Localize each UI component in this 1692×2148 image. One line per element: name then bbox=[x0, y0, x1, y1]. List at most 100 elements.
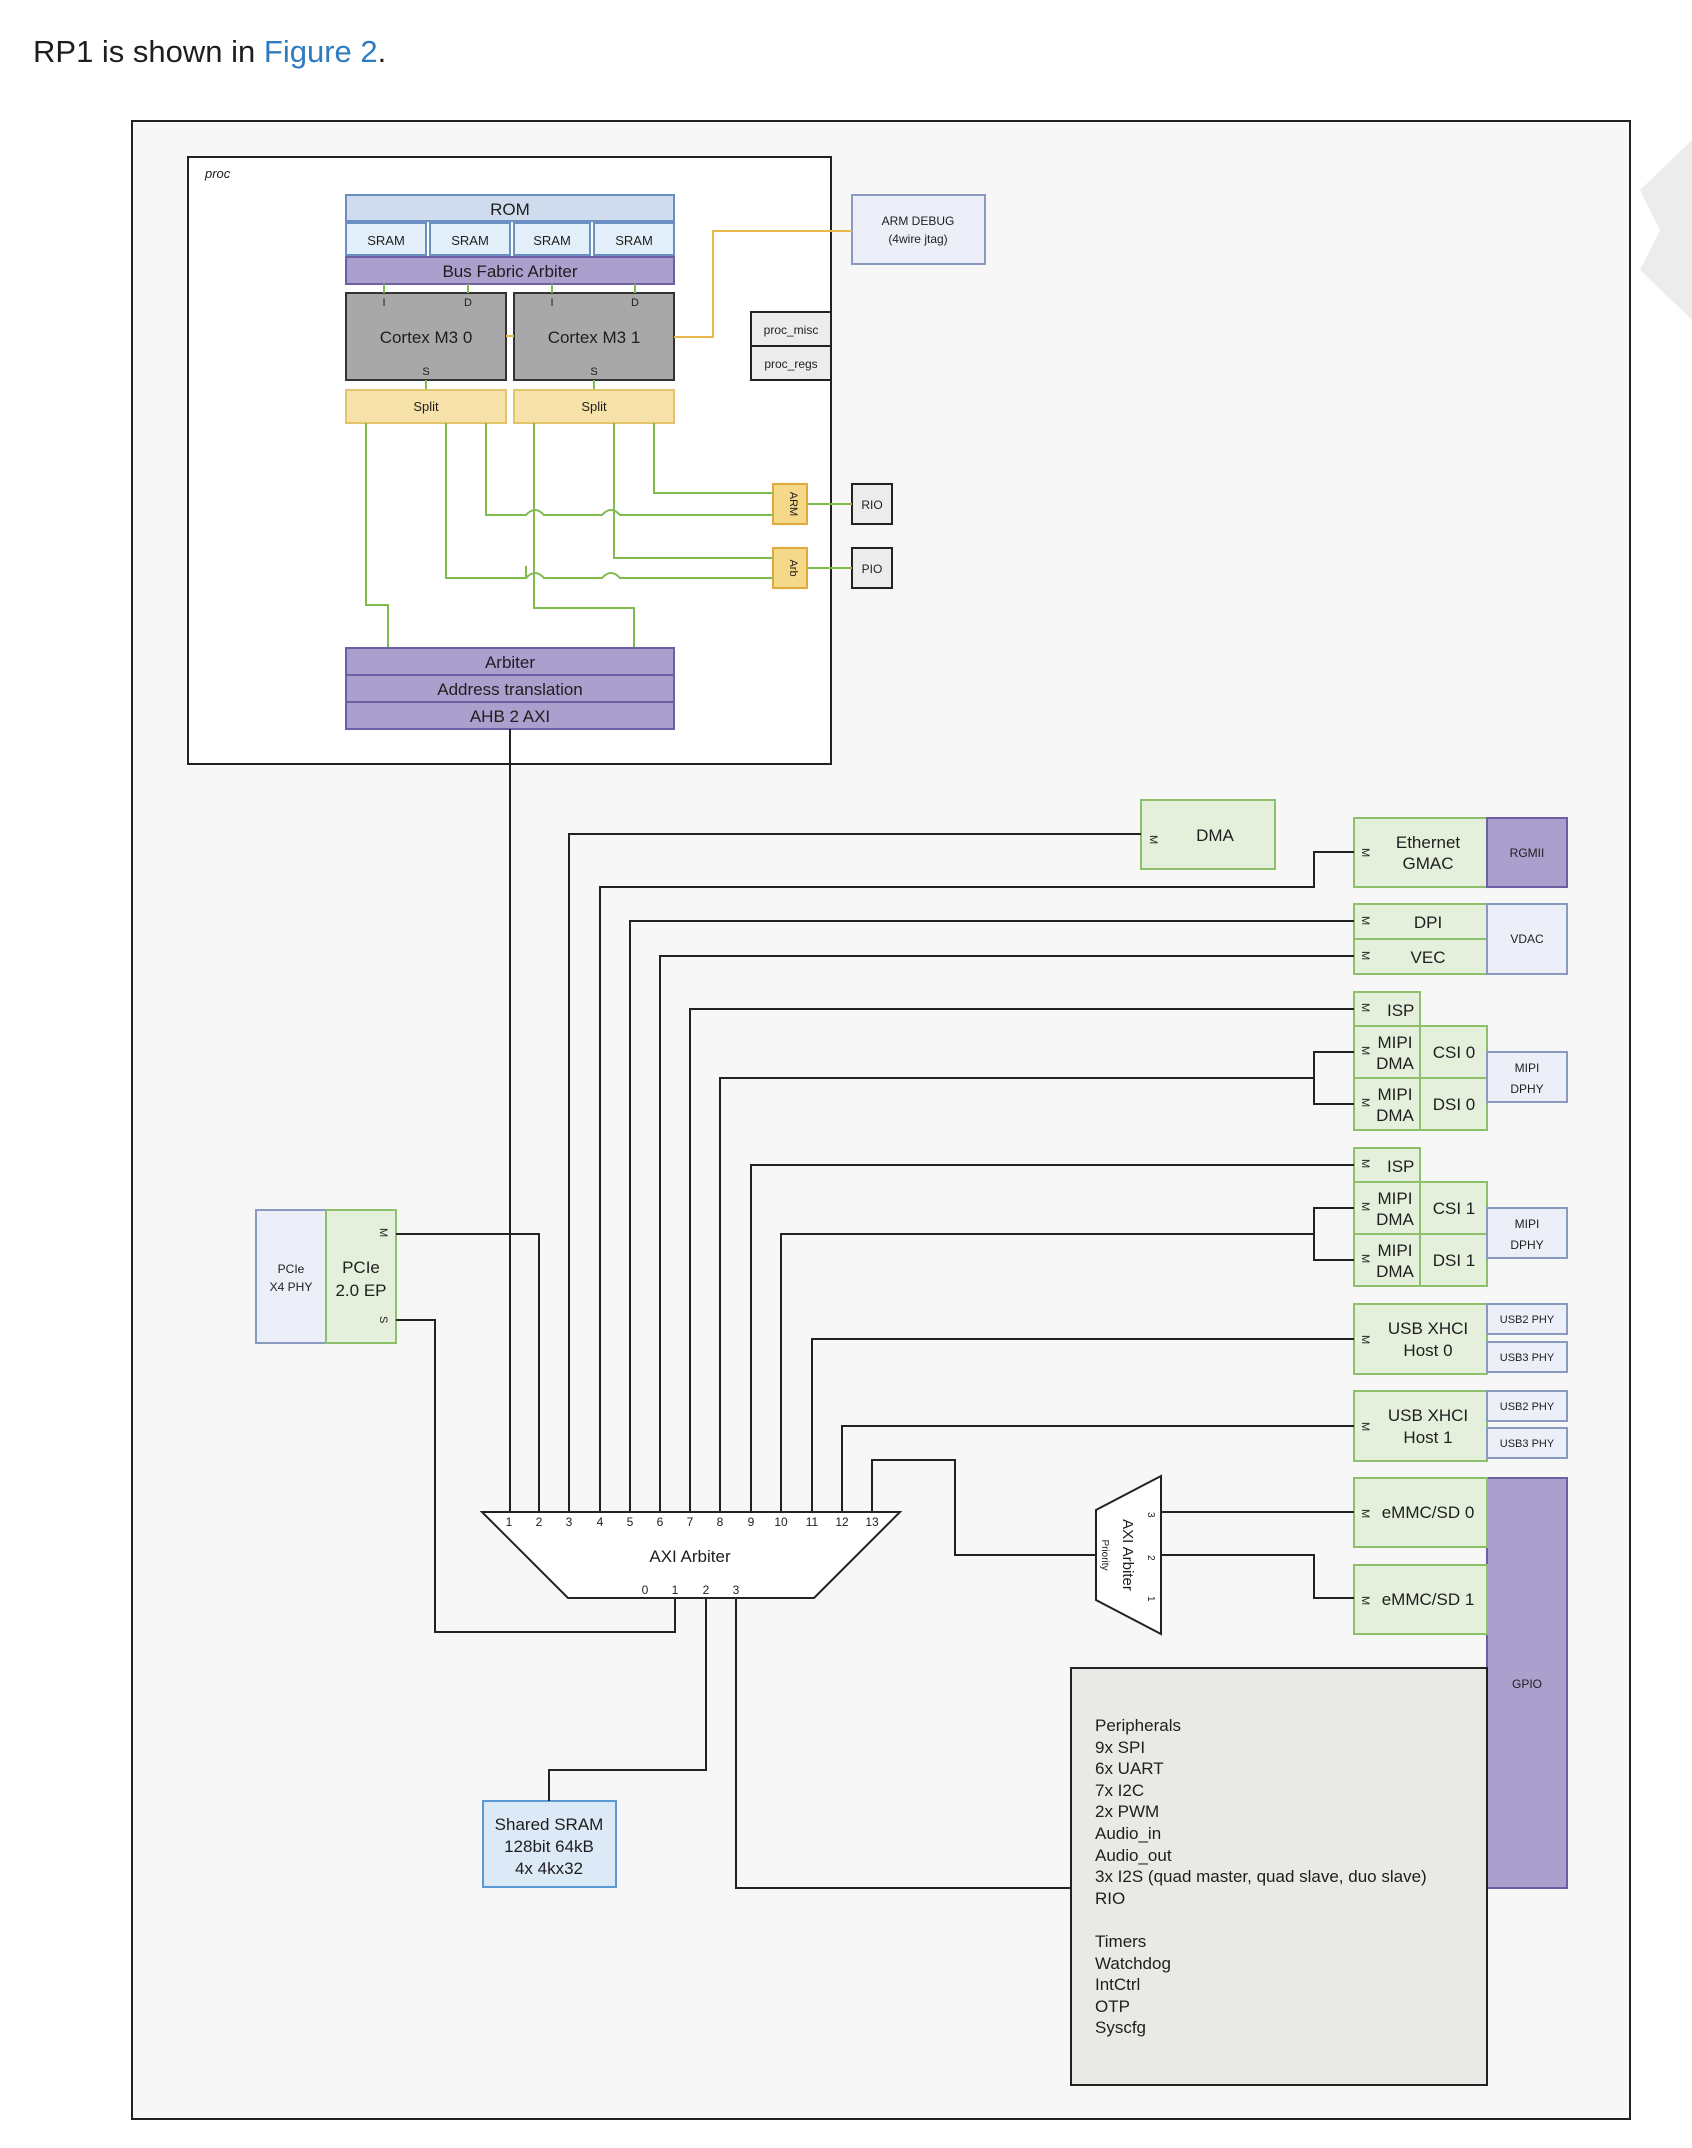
sram-label: SRAM bbox=[367, 233, 405, 248]
sram-block bbox=[345, 222, 427, 256]
intro-prefix: RP1 is shown in bbox=[33, 34, 264, 69]
page-edge-chevron-icon bbox=[1640, 140, 1692, 320]
dpi-label: DPI bbox=[1414, 913, 1442, 932]
arm-label: ARM bbox=[787, 492, 799, 516]
gpio-bar bbox=[1486, 1477, 1568, 1889]
mipi-label: MIPI bbox=[1378, 1189, 1413, 1208]
split-0-label: Split bbox=[413, 399, 439, 414]
core-bus-wires bbox=[383, 284, 636, 390]
peripheral-line: 2x PWM bbox=[1095, 1802, 1159, 1821]
dphy-label: DPHY bbox=[1510, 1238, 1543, 1252]
usb2-phy-1-box bbox=[1486, 1390, 1568, 1422]
small-port-label: 3 bbox=[1145, 1512, 1156, 1518]
priority-label: Priority bbox=[1099, 1539, 1110, 1570]
address-translation-label: Address translation bbox=[437, 680, 583, 699]
small-port-label: 2 bbox=[1145, 1555, 1156, 1561]
usb2-phy-0-box bbox=[1486, 1303, 1568, 1335]
split-wires bbox=[365, 423, 852, 648]
pin-m-label: M bbox=[1359, 916, 1371, 925]
small-port-label: 1 bbox=[1145, 1596, 1156, 1602]
usb-xhci-label: USB XHCI bbox=[1388, 1319, 1468, 1338]
arm-debug-box bbox=[851, 194, 986, 265]
arm-box bbox=[772, 483, 808, 525]
proc-label: proc bbox=[204, 166, 231, 181]
peripheral-line: 3x I2S (quad master, quad slave, duo sla… bbox=[1095, 1867, 1427, 1886]
peripheral-line: Audio_in bbox=[1095, 1824, 1161, 1843]
pin-m-label: M bbox=[1359, 1422, 1371, 1431]
ethernet-label: Ethernet bbox=[1396, 833, 1461, 852]
proc-misc-label: proc_misc bbox=[764, 323, 819, 337]
pin-m-label: M bbox=[1359, 1202, 1371, 1211]
peripheral-line: Audio_out bbox=[1095, 1846, 1172, 1865]
mipi-dphy-1-box bbox=[1486, 1207, 1568, 1259]
pcie-ep-box bbox=[325, 1209, 397, 1344]
axi-arbiter-small bbox=[1095, 1474, 1162, 1636]
dphy-label: DPHY bbox=[1510, 1082, 1543, 1096]
axi-bus-wires bbox=[396, 729, 1354, 1889]
axi-port-label: 4 bbox=[597, 1515, 604, 1529]
peripheral-line: Syscfg bbox=[1095, 2018, 1146, 2037]
pin-m-label: M bbox=[1359, 1254, 1371, 1263]
intro-suffix: . bbox=[377, 34, 387, 69]
axi-port-label: 1 bbox=[506, 1515, 513, 1529]
dma-box bbox=[1140, 799, 1276, 870]
shared-sram-box bbox=[482, 1800, 617, 1888]
figure-link[interactable]: Figure 2 bbox=[263, 34, 378, 69]
host0-label: Host 0 bbox=[1403, 1341, 1452, 1360]
bus-fabric-label: Bus Fabric Arbiter bbox=[442, 262, 577, 281]
dma-label: DMA bbox=[1196, 826, 1234, 845]
pcie-ep-version-label: 2.0 EP bbox=[335, 1281, 386, 1300]
ahb2axi-label: AHB 2 AXI bbox=[470, 707, 550, 726]
pio-label: PIO bbox=[862, 562, 883, 576]
mipi-dphy-label: MIPI bbox=[1515, 1217, 1540, 1231]
split-1 bbox=[513, 389, 675, 424]
x4-phy-label: X4 PHY bbox=[270, 1280, 313, 1294]
peripheral-line: Timers bbox=[1095, 1932, 1146, 1951]
axi-top-port-labels: 1 2 3 4 5 6 7 8 9 10 11 12 13 bbox=[506, 1515, 879, 1529]
peripherals-list: Peripherals 9x SPI 6x UART 7x I2C 2x PWM… bbox=[1095, 1716, 1427, 2037]
shared-sram-org: 4x 4kx32 bbox=[515, 1859, 583, 1878]
dsi1-label: DSI 1 bbox=[1433, 1251, 1476, 1270]
vec-label: VEC bbox=[1411, 948, 1446, 967]
pin-i-label: I bbox=[550, 297, 553, 309]
mipi-label: MIPI bbox=[1378, 1085, 1413, 1104]
axi-port-label: 8 bbox=[717, 1515, 724, 1529]
rgmii-label: RGMII bbox=[1510, 846, 1545, 860]
cortex-m3-0-label: Cortex M3 0 bbox=[380, 328, 473, 347]
emmc-sd0-label: eMMC/SD 0 bbox=[1382, 1503, 1475, 1522]
rom-label: ROM bbox=[490, 200, 530, 219]
gpio-label: GPIO bbox=[1512, 1677, 1542, 1691]
rio-label: RIO bbox=[861, 498, 882, 512]
peripheral-line: 6x UART bbox=[1095, 1759, 1164, 1778]
dma-label: DMA bbox=[1376, 1106, 1414, 1125]
emmc-sd0-box bbox=[1353, 1477, 1488, 1548]
dpi-box bbox=[1353, 903, 1488, 940]
pin-d-label: D bbox=[631, 297, 639, 309]
pio-box bbox=[851, 547, 893, 589]
pin-d-label: D bbox=[464, 297, 472, 309]
shared-sram-size: 128bit 64kB bbox=[504, 1837, 594, 1856]
arm-debug-sublabel: (4wire jtag) bbox=[888, 232, 947, 246]
pin-s-label: S bbox=[377, 1316, 389, 1323]
peripheral-line: 7x I2C bbox=[1095, 1781, 1144, 1800]
axi-port-label: 6 bbox=[657, 1515, 664, 1529]
sram-block bbox=[593, 222, 675, 256]
jtag-wire bbox=[674, 230, 852, 338]
dsi0-label: DSI 0 bbox=[1433, 1095, 1476, 1114]
axi-arbiter-small-label: AXI Arbiter bbox=[1119, 1519, 1136, 1591]
vdac-box bbox=[1486, 903, 1568, 975]
ethernet-gmac-box bbox=[1353, 817, 1488, 888]
axi-port-label: 12 bbox=[835, 1515, 849, 1529]
csi1-box bbox=[1419, 1181, 1488, 1235]
intro-sentence: RP1 is shown in Figure 2. bbox=[33, 34, 386, 70]
mipi-dma-dsi1-box bbox=[1353, 1233, 1421, 1287]
arbiter-label: Arbiter bbox=[485, 653, 535, 672]
axi-port-label: 3 bbox=[733, 1583, 740, 1597]
axi-port-label: 7 bbox=[687, 1515, 694, 1529]
axi-port-label: 2 bbox=[703, 1583, 710, 1597]
rom-bar bbox=[345, 194, 675, 222]
arb-label: Arb bbox=[787, 559, 799, 576]
axi-port-label: 1 bbox=[672, 1583, 679, 1597]
proc-misc-box bbox=[750, 311, 832, 347]
